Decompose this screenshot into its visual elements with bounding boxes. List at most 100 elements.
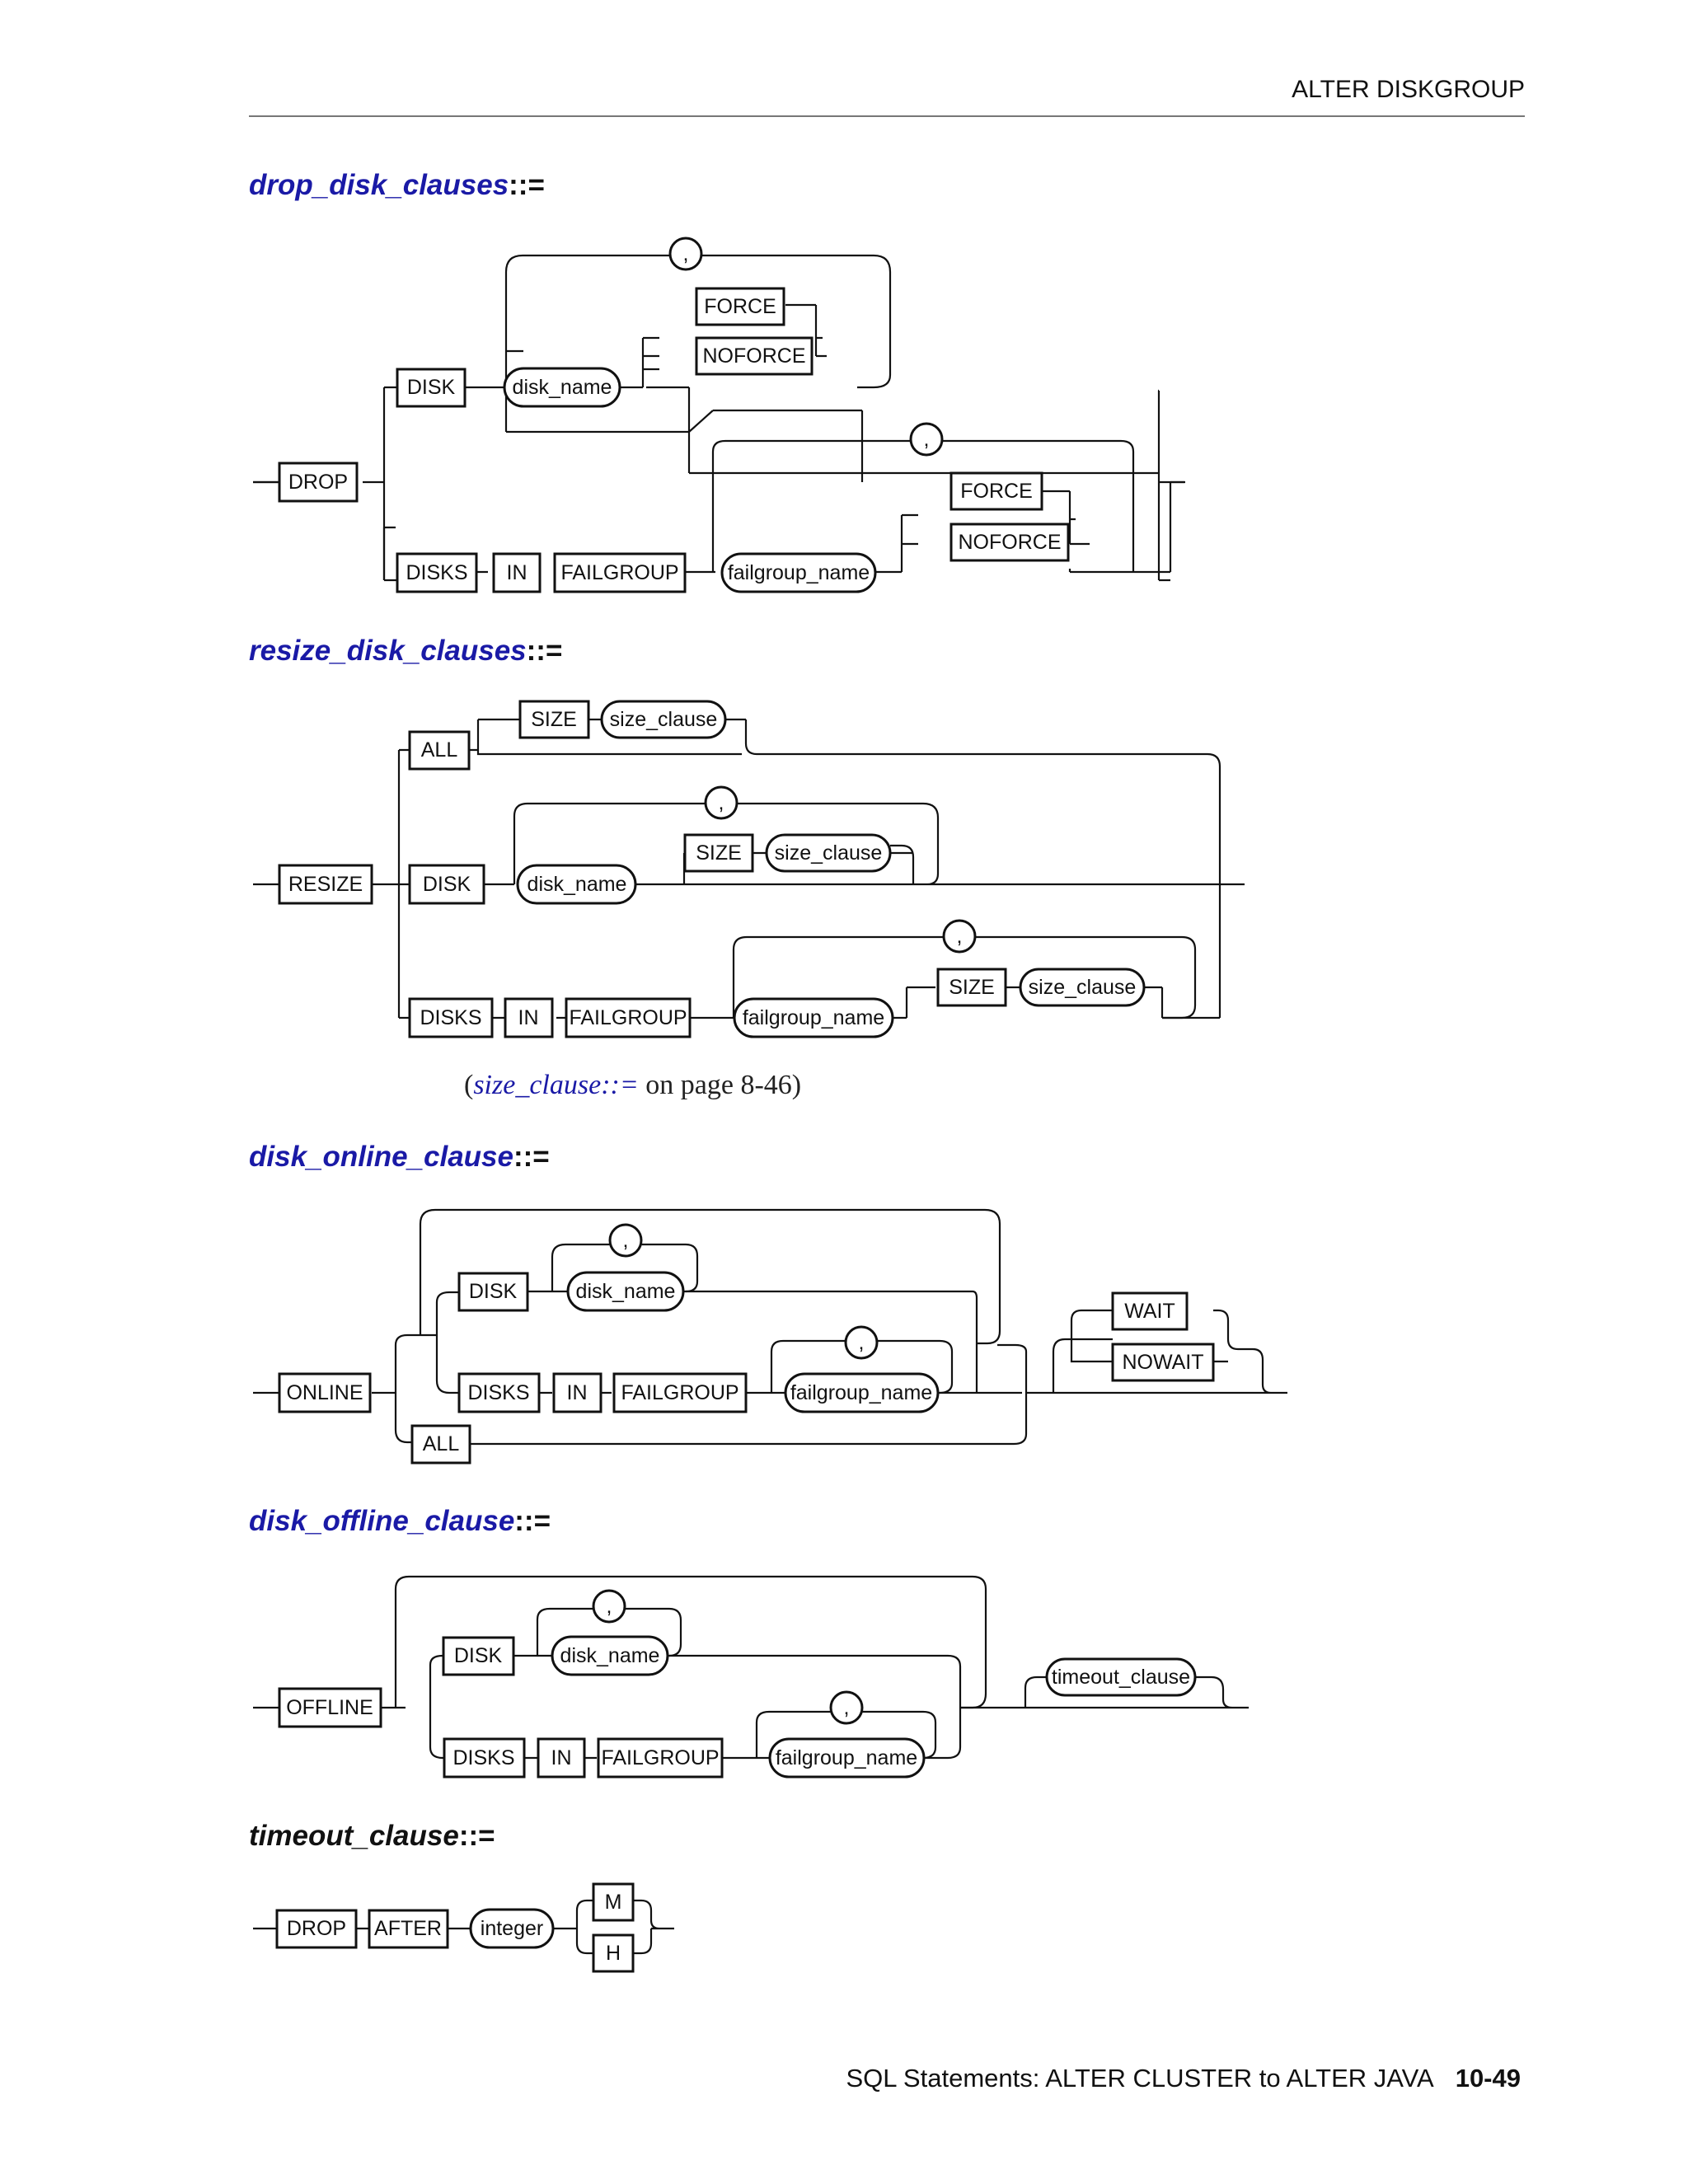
nonterminal-label: failgroup_name — [776, 1746, 917, 1769]
section-title-timeout-clause: timeout_clause::= — [249, 1820, 495, 1853]
keyword-box — [443, 1737, 526, 1779]
keyword-box — [552, 1372, 603, 1413]
section-name[interactable]: disk_online_clause — [249, 1141, 513, 1173]
keyword-label: DISKS — [406, 561, 467, 584]
keyword-label: M — [605, 1891, 622, 1914]
keyword-box — [1111, 1343, 1215, 1382]
size-clause-link[interactable]: size_clause::= — [473, 1070, 639, 1100]
keyword-box — [442, 1636, 515, 1676]
keyword-label: OFFLINE — [286, 1696, 373, 1719]
keyword-box — [950, 471, 1043, 511]
keyword-box — [457, 1372, 541, 1413]
keyword-label: NOWAIT — [1122, 1351, 1203, 1374]
nonterminal-pill — [784, 1372, 940, 1413]
keyword-box — [553, 552, 687, 593]
separator-pill — [942, 919, 977, 954]
separator-pill — [704, 785, 738, 820]
nonterminal-label: disk_name — [513, 376, 612, 399]
separator-label: , — [859, 1331, 865, 1354]
keyword-label: FORCE — [704, 295, 776, 318]
nonterminal-label: failgroup_name — [790, 1381, 932, 1404]
nonterminal-label: size_clause — [610, 708, 718, 731]
section-name[interactable]: resize_disk_clauses — [249, 635, 527, 667]
keyword-label: DROP — [288, 471, 348, 494]
separator-label: , — [623, 1229, 629, 1252]
section-title-drop-disk-clauses: drop_disk_clauses::= — [249, 169, 545, 202]
keyword-box — [278, 462, 359, 503]
separator-label: , — [957, 925, 963, 948]
section-op: ::= — [526, 635, 563, 667]
keyword-box — [457, 1272, 529, 1312]
diagram-drop-disk-clauses: DROP DISK disk_name , FORCE NOFORCE DISK… — [253, 237, 1185, 593]
keyword-box — [275, 1909, 358, 1949]
nonterminal-pill — [765, 833, 892, 873]
keyword-box — [278, 1372, 372, 1413]
keyword-box — [592, 1933, 635, 1973]
section-name: timeout_clause — [249, 1820, 459, 1852]
keyword-box — [537, 1737, 586, 1779]
section-name[interactable]: drop_disk_clauses — [249, 169, 509, 201]
keyword-box — [695, 287, 785, 326]
header-title: ALTER DISKGROUP — [1292, 76, 1525, 103]
nonterminal-pill — [1019, 968, 1146, 1007]
xref-close: ) — [791, 1070, 802, 1100]
keyword-label: SIZE — [949, 976, 995, 999]
keyword-label: DISKS — [420, 1006, 481, 1029]
nonterminal-label: disk_name — [528, 873, 627, 896]
nonterminal-pill — [516, 864, 637, 905]
keyword-box — [592, 1882, 635, 1922]
section-op: ::= — [514, 1505, 551, 1537]
keyword-label: DISKS — [467, 1381, 529, 1404]
keyword-box — [408, 997, 494, 1038]
keyword-label: DISK — [469, 1280, 518, 1303]
nonterminal-pill — [600, 700, 727, 739]
nonterminal-label: failgroup_name — [743, 1006, 884, 1029]
xref-page: on page 8-46 — [638, 1070, 792, 1100]
section-title-disk-online-clause: disk_online_clause::= — [249, 1141, 550, 1174]
nonterminal-pill — [720, 552, 877, 593]
diagram-disk-offline-clause: OFFLINE DISK disk_name , DISKS IN FAILGR… — [253, 1575, 1249, 1779]
nonterminal-pill — [551, 1635, 669, 1676]
keyword-box — [278, 1687, 382, 1728]
keyword-box — [408, 864, 485, 905]
separator-pill — [829, 1690, 864, 1725]
keyword-box — [683, 833, 754, 873]
section-name[interactable]: disk_offline_clause — [249, 1505, 515, 1537]
separator-label: , — [683, 242, 689, 265]
keyword-box — [368, 1909, 449, 1949]
keyword-box — [492, 552, 542, 593]
nonterminal-label: disk_name — [576, 1280, 676, 1303]
keyword-label: AFTER — [374, 1917, 442, 1940]
keyword-box — [278, 864, 373, 905]
keyword-label: NOFORCE — [703, 344, 806, 368]
keyword-box — [695, 336, 814, 376]
keyword-label: IN — [518, 1006, 539, 1029]
xref-open: ( — [464, 1070, 474, 1100]
separator-label: , — [719, 791, 724, 814]
keyword-box — [396, 368, 467, 408]
keyword-box — [504, 997, 554, 1038]
footer-text: SQL Statements: ALTER CLUSTER to ALTER J… — [846, 2064, 1434, 2093]
nonterminal-label: failgroup_name — [728, 561, 870, 584]
page-footer: SQL Statements: ALTER CLUSTER to ALTER J… — [846, 2064, 1521, 2093]
keyword-label: H — [606, 1942, 621, 1965]
keyword-box — [612, 1372, 748, 1413]
diagram-resize-disk-clauses: RESIZE ALL SIZE size_clause DISK disk_na… — [253, 700, 1245, 1038]
separator-pill — [608, 1223, 643, 1258]
diagram-timeout-clause: DROP AFTER integer M H — [253, 1882, 674, 1973]
diagram-disk-online-clause: ONLINE DISK disk_name , DISKS IN FAILGRO… — [253, 1208, 1287, 1465]
keyword-label: WAIT — [1124, 1300, 1175, 1323]
keyword-label: IN — [507, 561, 528, 584]
keyword-label: FORCE — [960, 480, 1033, 503]
keyword-label: IN — [567, 1381, 588, 1404]
separator-pill — [909, 422, 944, 457]
keyword-label: FAILGROUP — [601, 1746, 719, 1769]
keyword-label: DISK — [423, 873, 471, 896]
keyword-box — [950, 523, 1070, 562]
nonterminal-label: size_clause — [1029, 976, 1137, 999]
keyword-label: SIZE — [531, 708, 577, 731]
keyword-label: FAILGROUP — [569, 1006, 687, 1029]
nonterminal-label: integer — [481, 1917, 543, 1940]
keyword-label: FAILGROUP — [560, 561, 678, 584]
